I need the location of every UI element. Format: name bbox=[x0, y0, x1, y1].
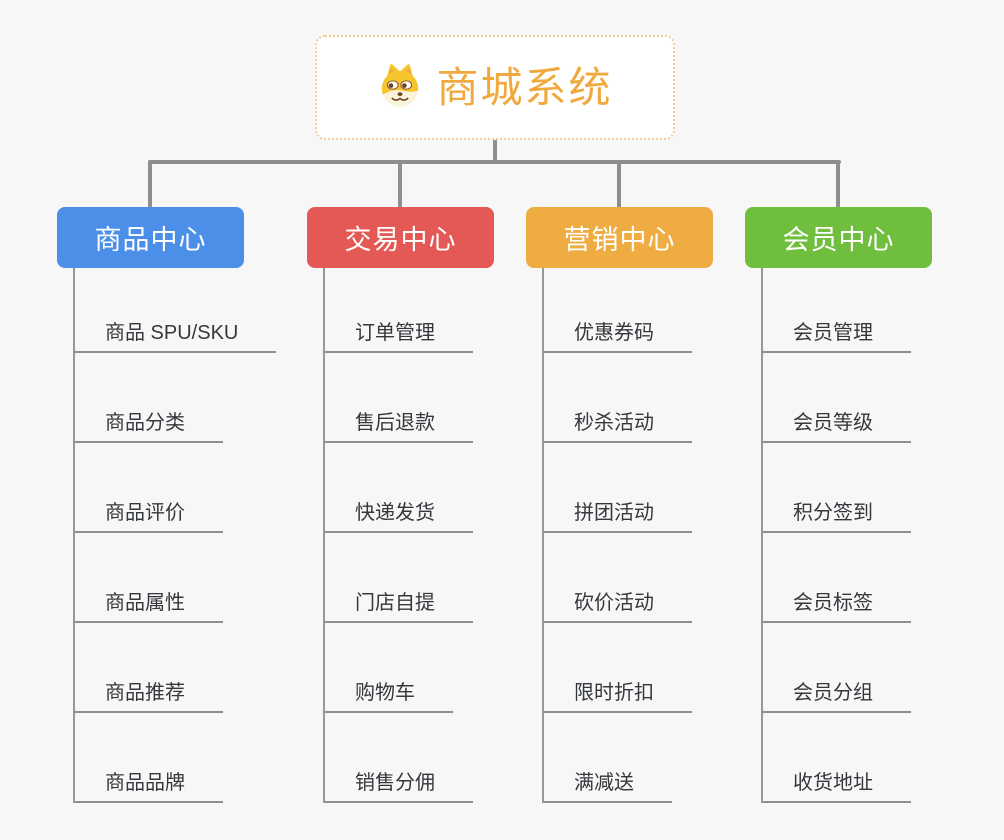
mindmap-node-group-buy[interactable]: 拼团活动 bbox=[544, 443, 692, 533]
connector-drop-trade bbox=[398, 160, 402, 208]
connector-drop-member bbox=[836, 160, 840, 208]
mindmap-node-product-category[interactable]: 商品分类 bbox=[75, 353, 223, 443]
mindmap-node-bargain-activity[interactable]: 砍价活动 bbox=[544, 533, 692, 623]
branch-product-center: 商品中心 商品 SPU/SKU 商品分类 商品评价 商品属性 商品推荐 商品品牌 bbox=[57, 207, 277, 803]
branch-header-marketing-center[interactable]: 营销中心 bbox=[526, 207, 713, 268]
connector-drop-marketing bbox=[617, 160, 621, 208]
branch-member-center: 会员中心 会员管理 会员等级 积分签到 会员标签 会员分组 收货地址 bbox=[745, 207, 932, 803]
mindmap-node-shopping-cart[interactable]: 购物车 bbox=[325, 623, 453, 713]
mindmap-node-coupon-code[interactable]: 优惠券码 bbox=[544, 268, 692, 353]
mindmap-node-store-pickup[interactable]: 门店自提 bbox=[325, 533, 473, 623]
mindmap-node-product-recommend[interactable]: 商品推荐 bbox=[75, 623, 223, 713]
mindmap-node-points-checkin[interactable]: 积分签到 bbox=[763, 443, 911, 533]
root-node[interactable]: 商城系统 bbox=[315, 35, 675, 140]
branch-children-member: 会员管理 会员等级 积分签到 会员标签 会员分组 收货地址 bbox=[761, 268, 932, 803]
shiba-dog-icon bbox=[377, 61, 423, 114]
branch-header-product-center[interactable]: 商品中心 bbox=[57, 207, 244, 268]
mindmap-node-limited-time-discount[interactable]: 限时折扣 bbox=[544, 623, 692, 713]
branch-header-trade-center[interactable]: 交易中心 bbox=[307, 207, 494, 268]
branch-trade-center: 交易中心 订单管理 售后退款 快递发货 门店自提 购物车 销售分佣 bbox=[307, 207, 494, 803]
mindmap-node-flash-sale[interactable]: 秒杀活动 bbox=[544, 353, 692, 443]
mindmap-node-member-tag[interactable]: 会员标签 bbox=[763, 533, 911, 623]
mindmap-node-spend-and-save[interactable]: 满减送 bbox=[544, 713, 672, 803]
mindmap-node-product-review[interactable]: 商品评价 bbox=[75, 443, 223, 533]
mindmap-node-sales-commission[interactable]: 销售分佣 bbox=[325, 713, 473, 803]
root-title: 商城系统 bbox=[436, 63, 613, 111]
mindmap-node-aftersale-refund[interactable]: 售后退款 bbox=[325, 353, 473, 443]
mindmap-node-product-attribute[interactable]: 商品属性 bbox=[75, 533, 223, 623]
mindmap-node-member-level[interactable]: 会员等级 bbox=[763, 353, 911, 443]
mindmap-node-member-management[interactable]: 会员管理 bbox=[763, 268, 911, 353]
connector-drop-product bbox=[148, 160, 152, 208]
connector-root-stub bbox=[493, 139, 497, 164]
mindmap-node-product-brand[interactable]: 商品品牌 bbox=[75, 713, 223, 803]
branch-children-trade: 订单管理 售后退款 快递发货 门店自提 购物车 销售分佣 bbox=[323, 268, 494, 803]
branch-children-marketing: 优惠券码 秒杀活动 拼团活动 砍价活动 限时折扣 满减送 bbox=[542, 268, 713, 803]
mindmap-node-spu-sku[interactable]: 商品 SPU/SKU bbox=[75, 268, 277, 353]
connector-horizontal-bar bbox=[148, 160, 841, 164]
branch-children-product: 商品 SPU/SKU 商品分类 商品评价 商品属性 商品推荐 商品品牌 bbox=[73, 268, 277, 803]
branch-header-member-center[interactable]: 会员中心 bbox=[745, 207, 932, 268]
mindmap-node-shipping-address[interactable]: 收货地址 bbox=[763, 713, 911, 803]
mindmap-node-express-delivery[interactable]: 快递发货 bbox=[325, 443, 473, 533]
mindmap-node-order-management[interactable]: 订单管理 bbox=[325, 268, 473, 353]
branch-marketing-center: 营销中心 优惠券码 秒杀活动 拼团活动 砍价活动 限时折扣 满减送 bbox=[526, 207, 713, 803]
mindmap-node-member-group[interactable]: 会员分组 bbox=[763, 623, 911, 713]
